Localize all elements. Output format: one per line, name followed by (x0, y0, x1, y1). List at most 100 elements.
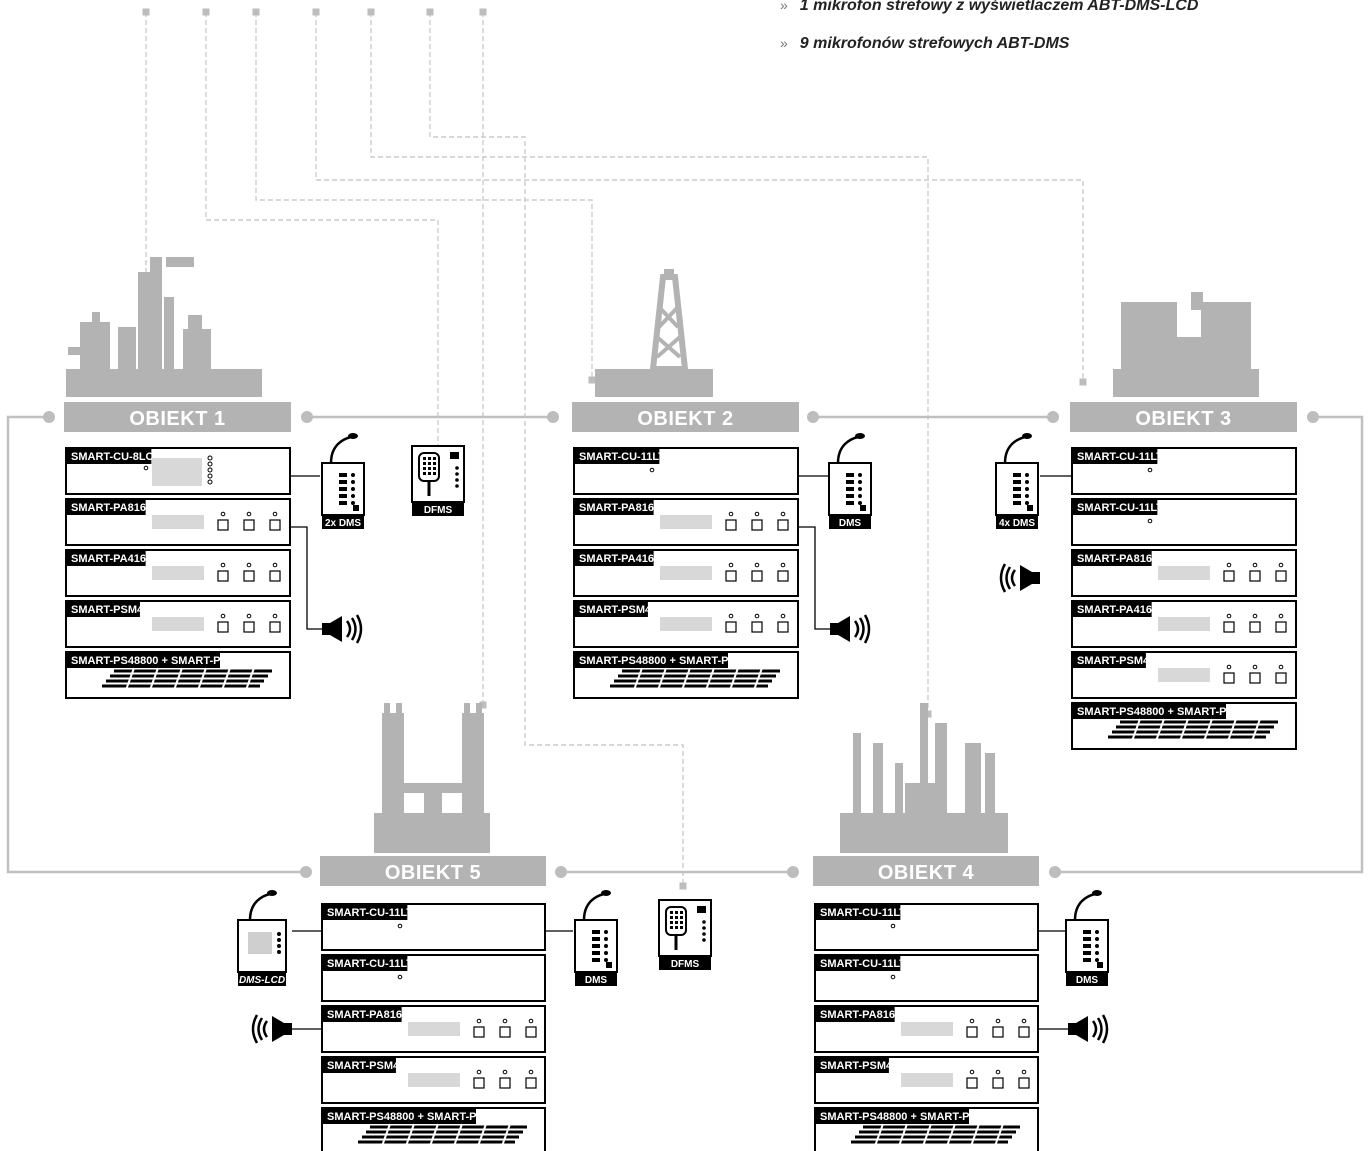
module-button (751, 621, 763, 633)
module-label-bg (816, 956, 901, 971)
status-led (502, 1018, 508, 1024)
ring-node-dot (1049, 866, 1061, 878)
status-led (890, 923, 896, 929)
module-label-bg (67, 449, 152, 464)
device-badge-bg (659, 956, 711, 970)
link-terminal-marker (479, 8, 487, 16)
module-label-bg (1073, 653, 1146, 668)
device-badge-bg (412, 502, 464, 516)
equipment-module: SMART-PS48800 + SMART-PF4 (1071, 702, 1297, 750)
status-led (754, 613, 760, 619)
dashed-link-line (255, 12, 593, 380)
status-led (1147, 518, 1153, 524)
module-display (152, 515, 204, 529)
mic-grille (433, 457, 436, 460)
bullet-marker: » (780, 0, 788, 13)
site-title: OBIEKT 5 (385, 862, 481, 884)
status-led (728, 511, 734, 517)
module-button (499, 1077, 511, 1089)
vent-gap (681, 667, 691, 691)
status-led (502, 1069, 508, 1075)
building-part (118, 327, 136, 372)
speaker-body (284, 1023, 292, 1035)
module-button (777, 570, 789, 582)
module-label-bg (67, 500, 146, 515)
building-part (382, 713, 404, 818)
mic-head (267, 890, 277, 896)
mic-key (1013, 487, 1021, 491)
module-display (152, 566, 204, 580)
mic-key (353, 505, 359, 511)
link-terminal-marker (252, 8, 260, 16)
module-label: SMART-PS48800 + SMART-PF4 (71, 655, 234, 667)
speaker-cone (838, 616, 850, 642)
module-button (1223, 672, 1235, 684)
module-button (473, 1026, 485, 1038)
vent-gap (874, 1123, 884, 1147)
mic-led (277, 944, 281, 948)
mic-key (1027, 505, 1033, 511)
equipment-module: SMART-CU-11LT (1071, 447, 1297, 495)
ring-node-dot (1047, 411, 1059, 423)
module-button (1018, 1026, 1030, 1038)
status-led (476, 1018, 482, 1024)
mic-led (604, 930, 608, 934)
speaker-cone (1076, 1016, 1088, 1042)
module-button (777, 519, 789, 531)
mic-led (1095, 937, 1099, 941)
mic-led (858, 480, 862, 484)
building-part (905, 783, 945, 818)
building-silhouette-icon (374, 703, 490, 853)
module-display (660, 515, 712, 529)
status-led (995, 1069, 1001, 1075)
vent-gap (381, 1123, 391, 1147)
device-badge-bg (1066, 972, 1108, 986)
speaker-body (830, 623, 838, 635)
building-part (150, 257, 162, 372)
module-button (1018, 1077, 1030, 1089)
sound-wave (1091, 1020, 1098, 1038)
module-label: SMART-CU-11LT (1077, 451, 1163, 463)
module-button (243, 519, 255, 531)
mic-gooseneck (582, 892, 605, 921)
speaker-cone (1020, 565, 1032, 591)
building-part (965, 743, 981, 818)
mic-led (1095, 930, 1099, 934)
building-part (853, 733, 861, 818)
module-button (725, 570, 737, 582)
module-label: SMART-PA8160 (1077, 553, 1158, 565)
building-part (1177, 337, 1201, 372)
paging-microphone-icon: DMS (574, 890, 618, 986)
building-part (464, 703, 470, 715)
link-terminal-marker (312, 8, 320, 16)
equipment-module: SMART-CU-11LT (321, 903, 546, 951)
mic-led (351, 487, 355, 491)
mic-grille (423, 457, 426, 460)
dashed-link-line (205, 12, 439, 448)
module-label: SMART-PSM48 (327, 1060, 405, 1072)
vent-gap (946, 1123, 956, 1147)
module-button (217, 519, 229, 531)
mic-led (702, 926, 706, 930)
building-silhouette-icon (595, 269, 713, 397)
module-button (966, 1077, 978, 1089)
status-led (728, 613, 734, 619)
mic-grille (680, 926, 683, 929)
building-part (424, 793, 442, 815)
status-led (1278, 562, 1284, 568)
building-part (384, 703, 390, 715)
status-led (1021, 1069, 1027, 1075)
status-led (397, 923, 403, 929)
mic-led (351, 480, 355, 484)
paging-microphone-icon: 2x DMS (321, 433, 365, 529)
status-led (272, 613, 278, 619)
building-part (1191, 292, 1203, 310)
ring-node-dot (301, 411, 313, 423)
status-led (207, 455, 213, 461)
equipment-module: SMART-PA8160 (573, 498, 799, 546)
module-label: SMART-PA8160 (579, 502, 660, 514)
status-led (649, 467, 655, 473)
module-label-bg (816, 1007, 895, 1022)
module-button (725, 519, 737, 531)
mic-led (277, 950, 281, 954)
